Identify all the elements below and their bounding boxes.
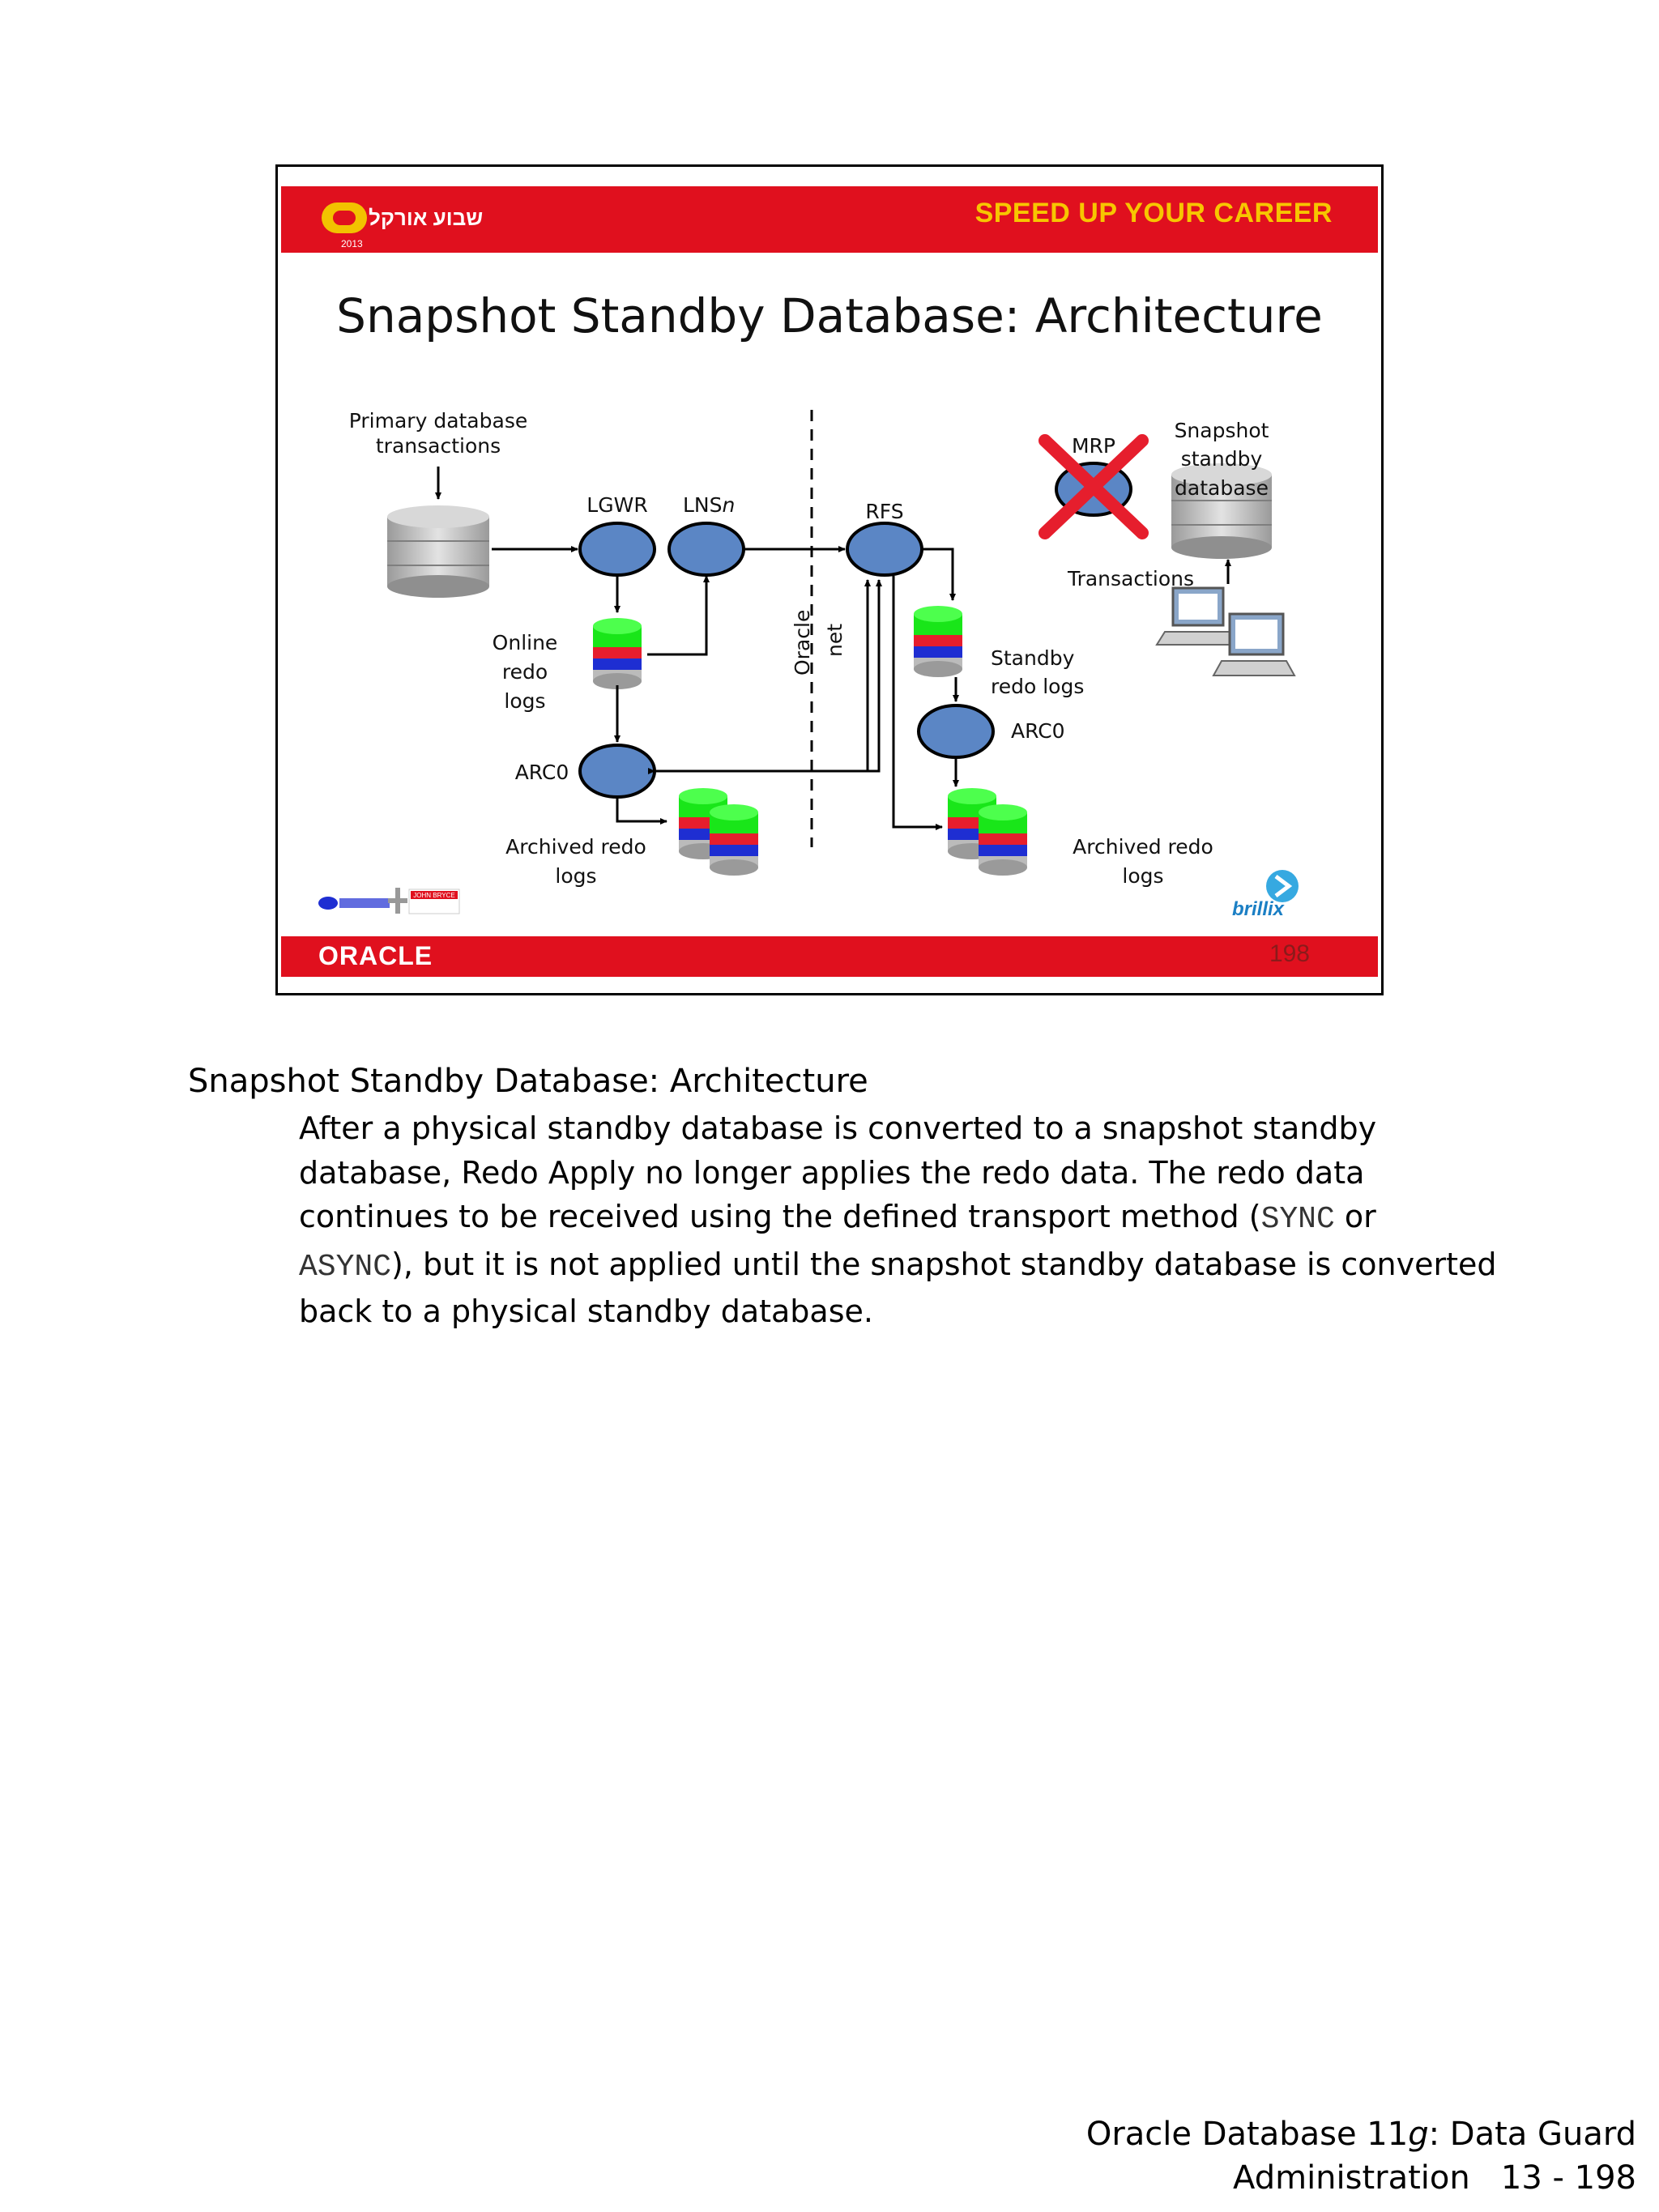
slide-bottom-band — [281, 936, 1378, 977]
client-computers-icon — [1155, 586, 1296, 676]
lns-label: LNSn — [683, 493, 735, 517]
online-label-2: redo — [502, 660, 548, 684]
notes-code-async: ASYNC — [299, 1249, 392, 1285]
transactions-label: Transactions — [1067, 567, 1194, 590]
slide-number: 198 — [1269, 940, 1310, 967]
standby-redo-logs-icon — [914, 606, 962, 677]
slide-tagline: SPEED UP YOUR CAREER — [975, 198, 1333, 228]
lns-process — [667, 522, 745, 577]
mrp-label: MRP — [1072, 434, 1115, 458]
notes-text-2: or — [1334, 1199, 1376, 1234]
footer-line-2: Administration 13 - 198 — [1233, 2159, 1636, 2197]
lgwr-label: LGWR — [586, 493, 647, 517]
standby-logs-label-2: redo logs — [991, 675, 1084, 698]
standby-logs-label-1: Standby — [991, 646, 1075, 670]
snapshot-label-1: Snapshot — [1175, 419, 1269, 442]
primary-label-1: Primary database — [349, 409, 527, 433]
online-redo-logs-icon — [593, 618, 642, 689]
brillix-logo: brillix — [1218, 865, 1307, 933]
logo-year: 2013 — [341, 238, 363, 249]
archived-primary-label-2: logs — [555, 864, 596, 888]
arc0-primary-label: ARC0 — [515, 761, 569, 784]
snapshot-standby-db-icon — [1171, 463, 1272, 559]
notes-text-1: After a physical standby database is con… — [299, 1110, 1377, 1234]
john-bryce-logo: JOHN BRYCE — [317, 884, 463, 920]
notes-code-sync: SYNC — [1260, 1202, 1335, 1237]
oracle-logo: ORACLE — [318, 941, 433, 970]
arc0-standby-label: ARC0 — [1011, 719, 1065, 743]
arrow-arc0-to-rfs — [648, 579, 882, 774]
page-footer: Oracle Database 11g: Data Guard Administ… — [1086, 2112, 1636, 2200]
snapshot-label-3: database — [1175, 476, 1269, 500]
archived-log-primary-icon-2 — [710, 804, 758, 876]
rfs-process — [846, 522, 923, 577]
rfs-label: RFS — [865, 500, 903, 523]
archived-log-standby-icon-2 — [979, 804, 1027, 876]
primary-database-icon — [387, 505, 489, 598]
slide-title: Snapshot Standby Database: Architecture — [336, 288, 1323, 343]
online-label-1: Online — [493, 631, 558, 654]
oracle-net-label-2: net — [823, 624, 847, 657]
logo-mark-icon — [322, 202, 367, 233]
notes-body: After a physical standby database is con… — [299, 1106, 1498, 1334]
lgwr-process — [578, 522, 656, 577]
archived-standby-label-2: logs — [1122, 864, 1163, 888]
slide-image: שבוע אורקל 2013 SPEED UP YOUR CAREER Sna… — [275, 164, 1384, 995]
logo-text: שבוע אורקל — [369, 206, 484, 230]
online-label-3: logs — [504, 689, 545, 713]
archived-standby-label-1: Archived redo — [1073, 835, 1213, 859]
arc0-primary-process — [578, 744, 656, 799]
svg-text:JOHN BRYCE: JOHN BRYCE — [413, 892, 454, 899]
architecture-diagram: Primary database transactions LGWR LNSn … — [349, 409, 1296, 888]
footer-line-1: Oracle Database 11g: Data Guard — [1085, 2116, 1636, 2153]
primary-label-2: transactions — [376, 434, 501, 458]
slide-top-band — [281, 186, 1378, 253]
archived-primary-label-1: Archived redo — [505, 835, 646, 859]
snapshot-label-2: standby — [1181, 447, 1263, 471]
svg-text:brillix: brillix — [1232, 898, 1286, 920]
oracle-net-label-1: Oracle — [791, 610, 814, 676]
arc0-standby-process — [917, 704, 995, 759]
notes-heading: Snapshot Standby Database: Architecture — [188, 1063, 868, 1100]
notes-text-3: ), but it is not applied until the snaps… — [299, 1246, 1497, 1330]
